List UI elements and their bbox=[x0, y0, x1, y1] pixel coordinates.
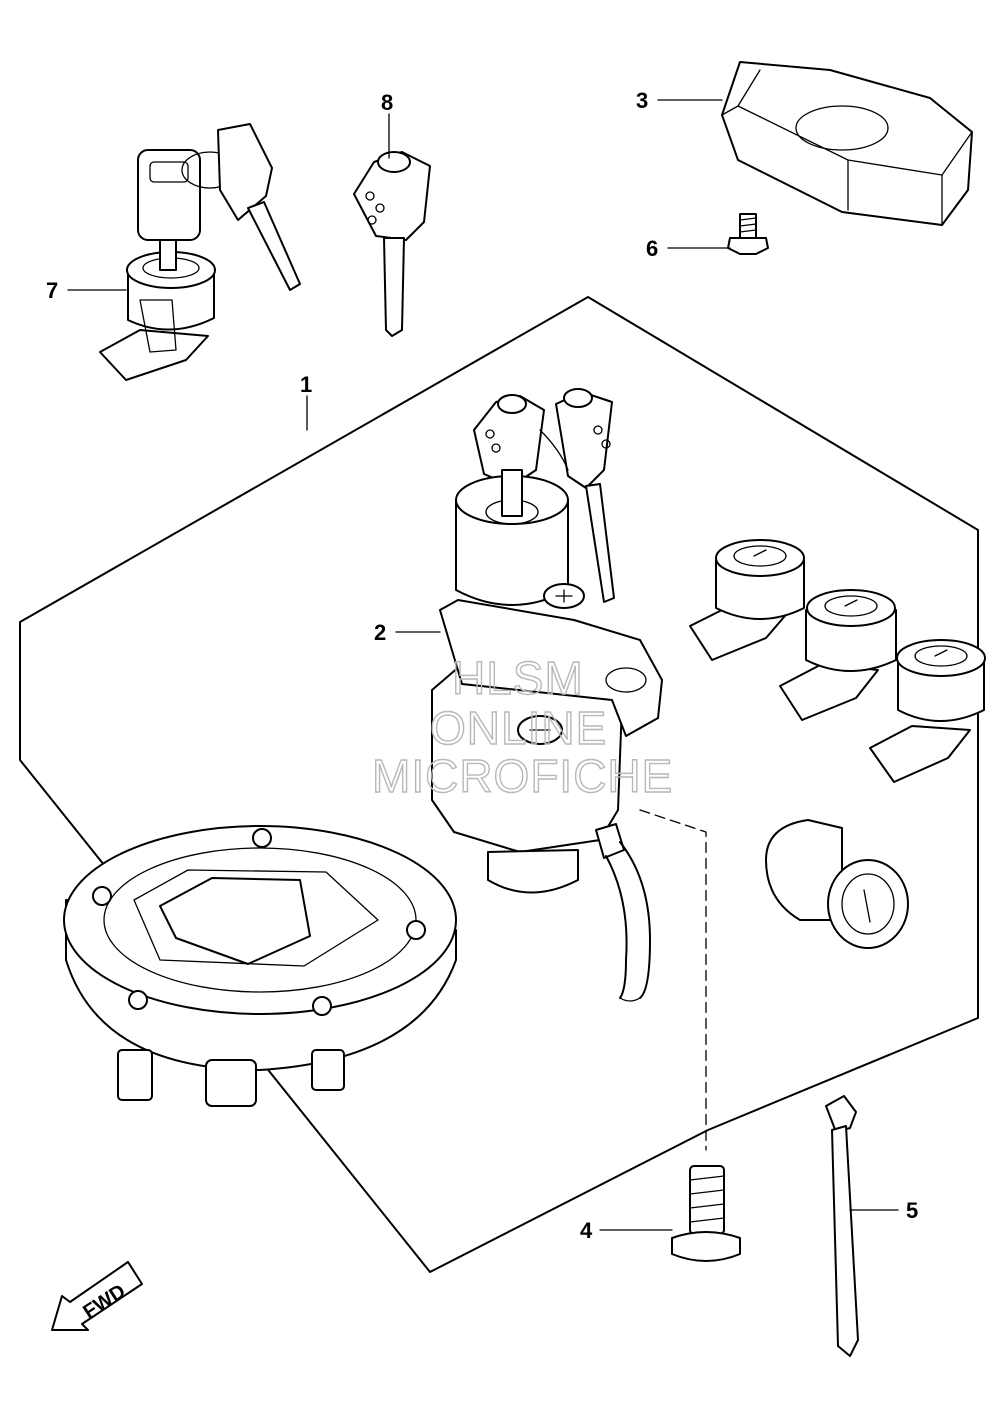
watermark-line-2: ONLINE bbox=[430, 702, 607, 754]
callout-6: 6 bbox=[646, 236, 658, 261]
callout-8: 8 bbox=[381, 90, 393, 115]
small-lock-d bbox=[765, 819, 909, 949]
part-8-key bbox=[353, 151, 431, 337]
small-lock-c bbox=[869, 639, 986, 783]
callout-3: 3 bbox=[636, 88, 648, 113]
callout-1: 1 bbox=[300, 372, 312, 397]
part-7-seat-lock bbox=[99, 123, 301, 381]
small-lock-b bbox=[779, 589, 897, 721]
fwd-arrow: FWD bbox=[51, 1261, 143, 1331]
part-4-screw bbox=[671, 1165, 741, 1262]
small-lock-a bbox=[689, 539, 805, 661]
callout-7: 7 bbox=[46, 278, 58, 303]
callout-5: 5 bbox=[906, 1198, 918, 1223]
watermark-line-1: HLSM bbox=[452, 652, 584, 704]
callout-4: 4 bbox=[580, 1218, 593, 1243]
fuel-cap-ring bbox=[63, 825, 457, 1107]
part-3-cover bbox=[721, 61, 973, 226]
part-6-bolt bbox=[727, 213, 769, 255]
small-locks-group bbox=[689, 539, 986, 949]
part-5-cable-tie bbox=[825, 1095, 859, 1357]
watermark: HLSM ONLINE MICROFICHE bbox=[371, 651, 673, 802]
callouts: 1 2 3 4 5 6 7 8 bbox=[46, 88, 918, 1243]
leader-lines bbox=[67, 99, 899, 1231]
part-2-ignition-switch bbox=[431, 388, 707, 1151]
watermark-line-3: MICROFICHE bbox=[372, 750, 673, 802]
assembly-outline bbox=[19, 296, 979, 1273]
callout-2: 2 bbox=[374, 620, 386, 645]
